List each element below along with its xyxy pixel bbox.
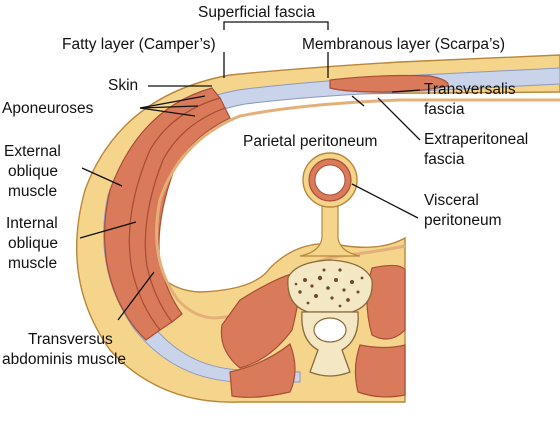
- label-aponeuroses: Aponeuroses: [2, 100, 94, 117]
- label-visceral-line1: Visceral: [424, 192, 479, 209]
- label-extraperitoneal-line1: Extraperitoneal: [424, 131, 528, 148]
- posterior-muscle-left: [220, 271, 301, 369]
- posterior-muscle-lower-right: [354, 344, 406, 398]
- rectus-muscle-shape: [329, 74, 449, 93]
- label-superficial-fascia: Superficial fascia: [198, 4, 316, 21]
- spinal-canal: [313, 317, 347, 343]
- posterior-muscle-lower-left: [229, 343, 296, 398]
- vertebral-marrow: [294, 268, 364, 308]
- label-transversalis-line1: Transversalis: [424, 81, 516, 98]
- posterior-muscle-right: [366, 264, 406, 340]
- leader-lines: [79, 21, 421, 321]
- label-transversus-line2: abdominis muscle: [2, 351, 126, 368]
- label-visceral-line2: peritoneum: [424, 212, 502, 229]
- label-external-line3: muscle: [8, 183, 57, 200]
- label-internal-line2: oblique: [8, 235, 58, 252]
- label-skin: Skin: [108, 77, 138, 94]
- label-internal-line1: Internal: [6, 215, 58, 232]
- label-external-line2: oblique: [8, 163, 58, 180]
- label-extraperitoneal-line2: fascia: [424, 151, 465, 168]
- label-membranous-layer: Membranous layer (Scarpa’s): [302, 36, 505, 53]
- intestine-lumen: [314, 164, 346, 196]
- label-transversalis-line2: fascia: [424, 101, 465, 118]
- label-fatty-layer: Fatty layer (Camper’s): [62, 36, 216, 53]
- mesentery: [299, 205, 361, 257]
- label-transversus-line1: Transversus: [28, 331, 113, 348]
- illustration: [76, 54, 560, 403]
- label-external-line1: External: [4, 143, 61, 160]
- label-parietal-peritoneum: Parietal peritoneum: [243, 133, 377, 150]
- text-labels: Superficial fascia Fatty layer (Camper’s…: [2, 4, 528, 368]
- label-internal-line3: muscle: [8, 255, 57, 272]
- vertebral-body: [287, 259, 373, 313]
